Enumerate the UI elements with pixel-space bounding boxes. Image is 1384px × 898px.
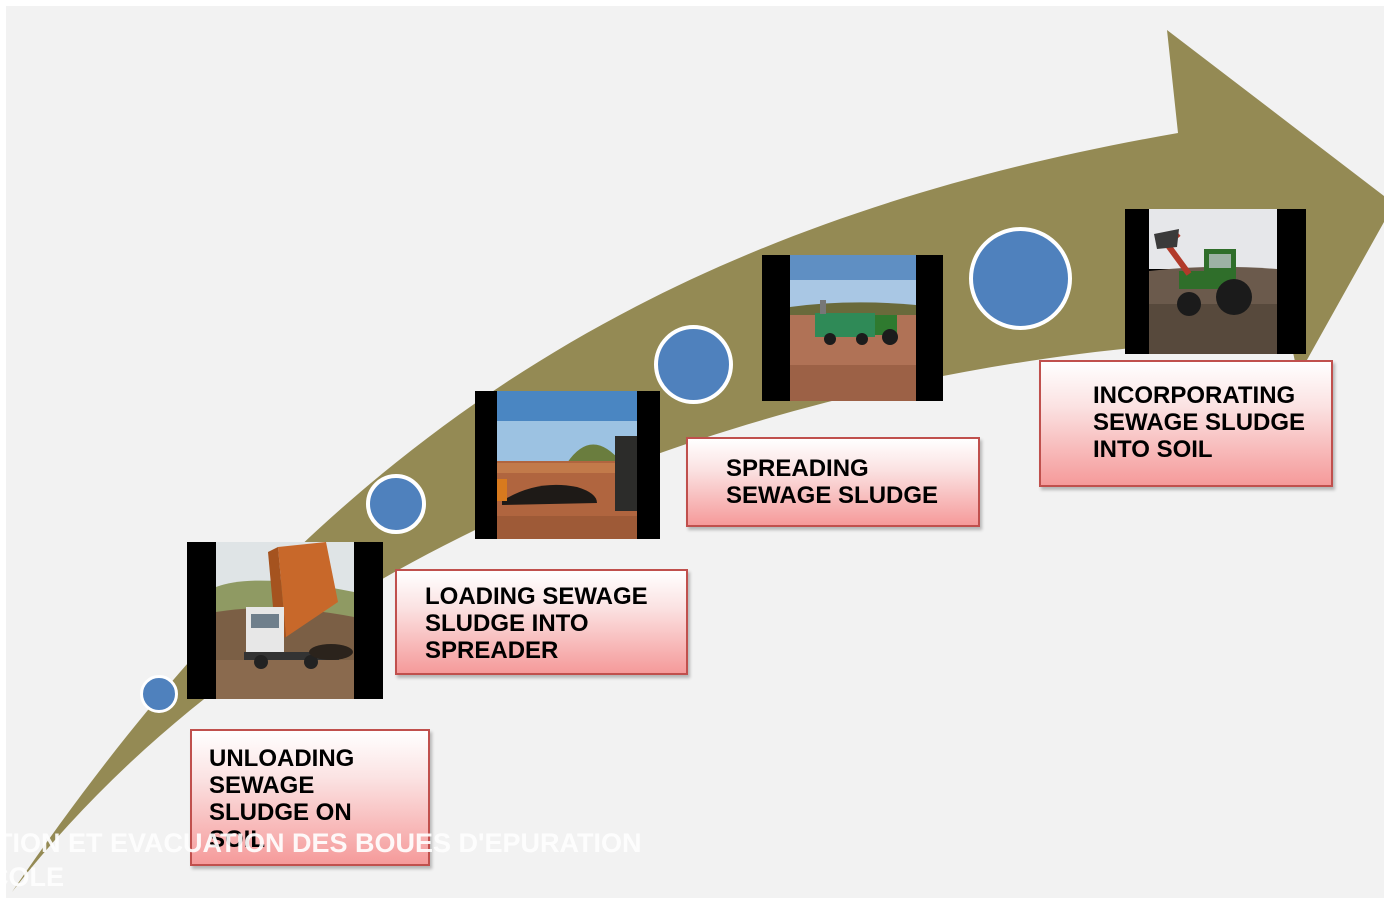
step-label-incorporating: INCORPORATING SEWAGE SLUDGE INTO SOIL [1093,382,1306,463]
step-label-box-2: LOADING SEWAGE SLUDGE INTO SPREADER [395,569,688,675]
step-label-loading: LOADING SEWAGE SLUDGE INTO SPREADER [425,583,648,664]
step-label-box-3: SPREADING SEWAGE SLUDGE [686,437,980,527]
step-node-4 [969,227,1072,330]
sludge-pile-loading-photo [475,391,660,539]
step-label-box-4: INCORPORATING SEWAGE SLUDGE INTO SOIL [1039,360,1333,487]
tractor-loader-image [1149,209,1277,354]
step-label-unloading: UNLOADING SEWAGE SLUDGE ON SOIL [209,745,355,853]
step-label-spreading: SPREADING SEWAGE SLUDGE [726,455,939,509]
tractor-loader-soil-photo [1125,209,1306,354]
slide-footer-title: LATION ET EVACUATION DES BOUES D'EPURATI… [0,828,642,892]
step-node-3 [654,325,733,404]
step-label-box-1: UNLOADING SEWAGE SLUDGE ON SOIL [190,729,430,866]
sludge-pile-image [497,391,637,539]
dump-truck-unloading-photo [187,542,383,699]
step-node-2 [366,474,426,534]
step-node-1 [140,675,178,713]
tractor-spreader-image [790,255,916,401]
dump-truck-image [216,542,354,699]
tractor-spreader-field-photo [762,255,943,401]
